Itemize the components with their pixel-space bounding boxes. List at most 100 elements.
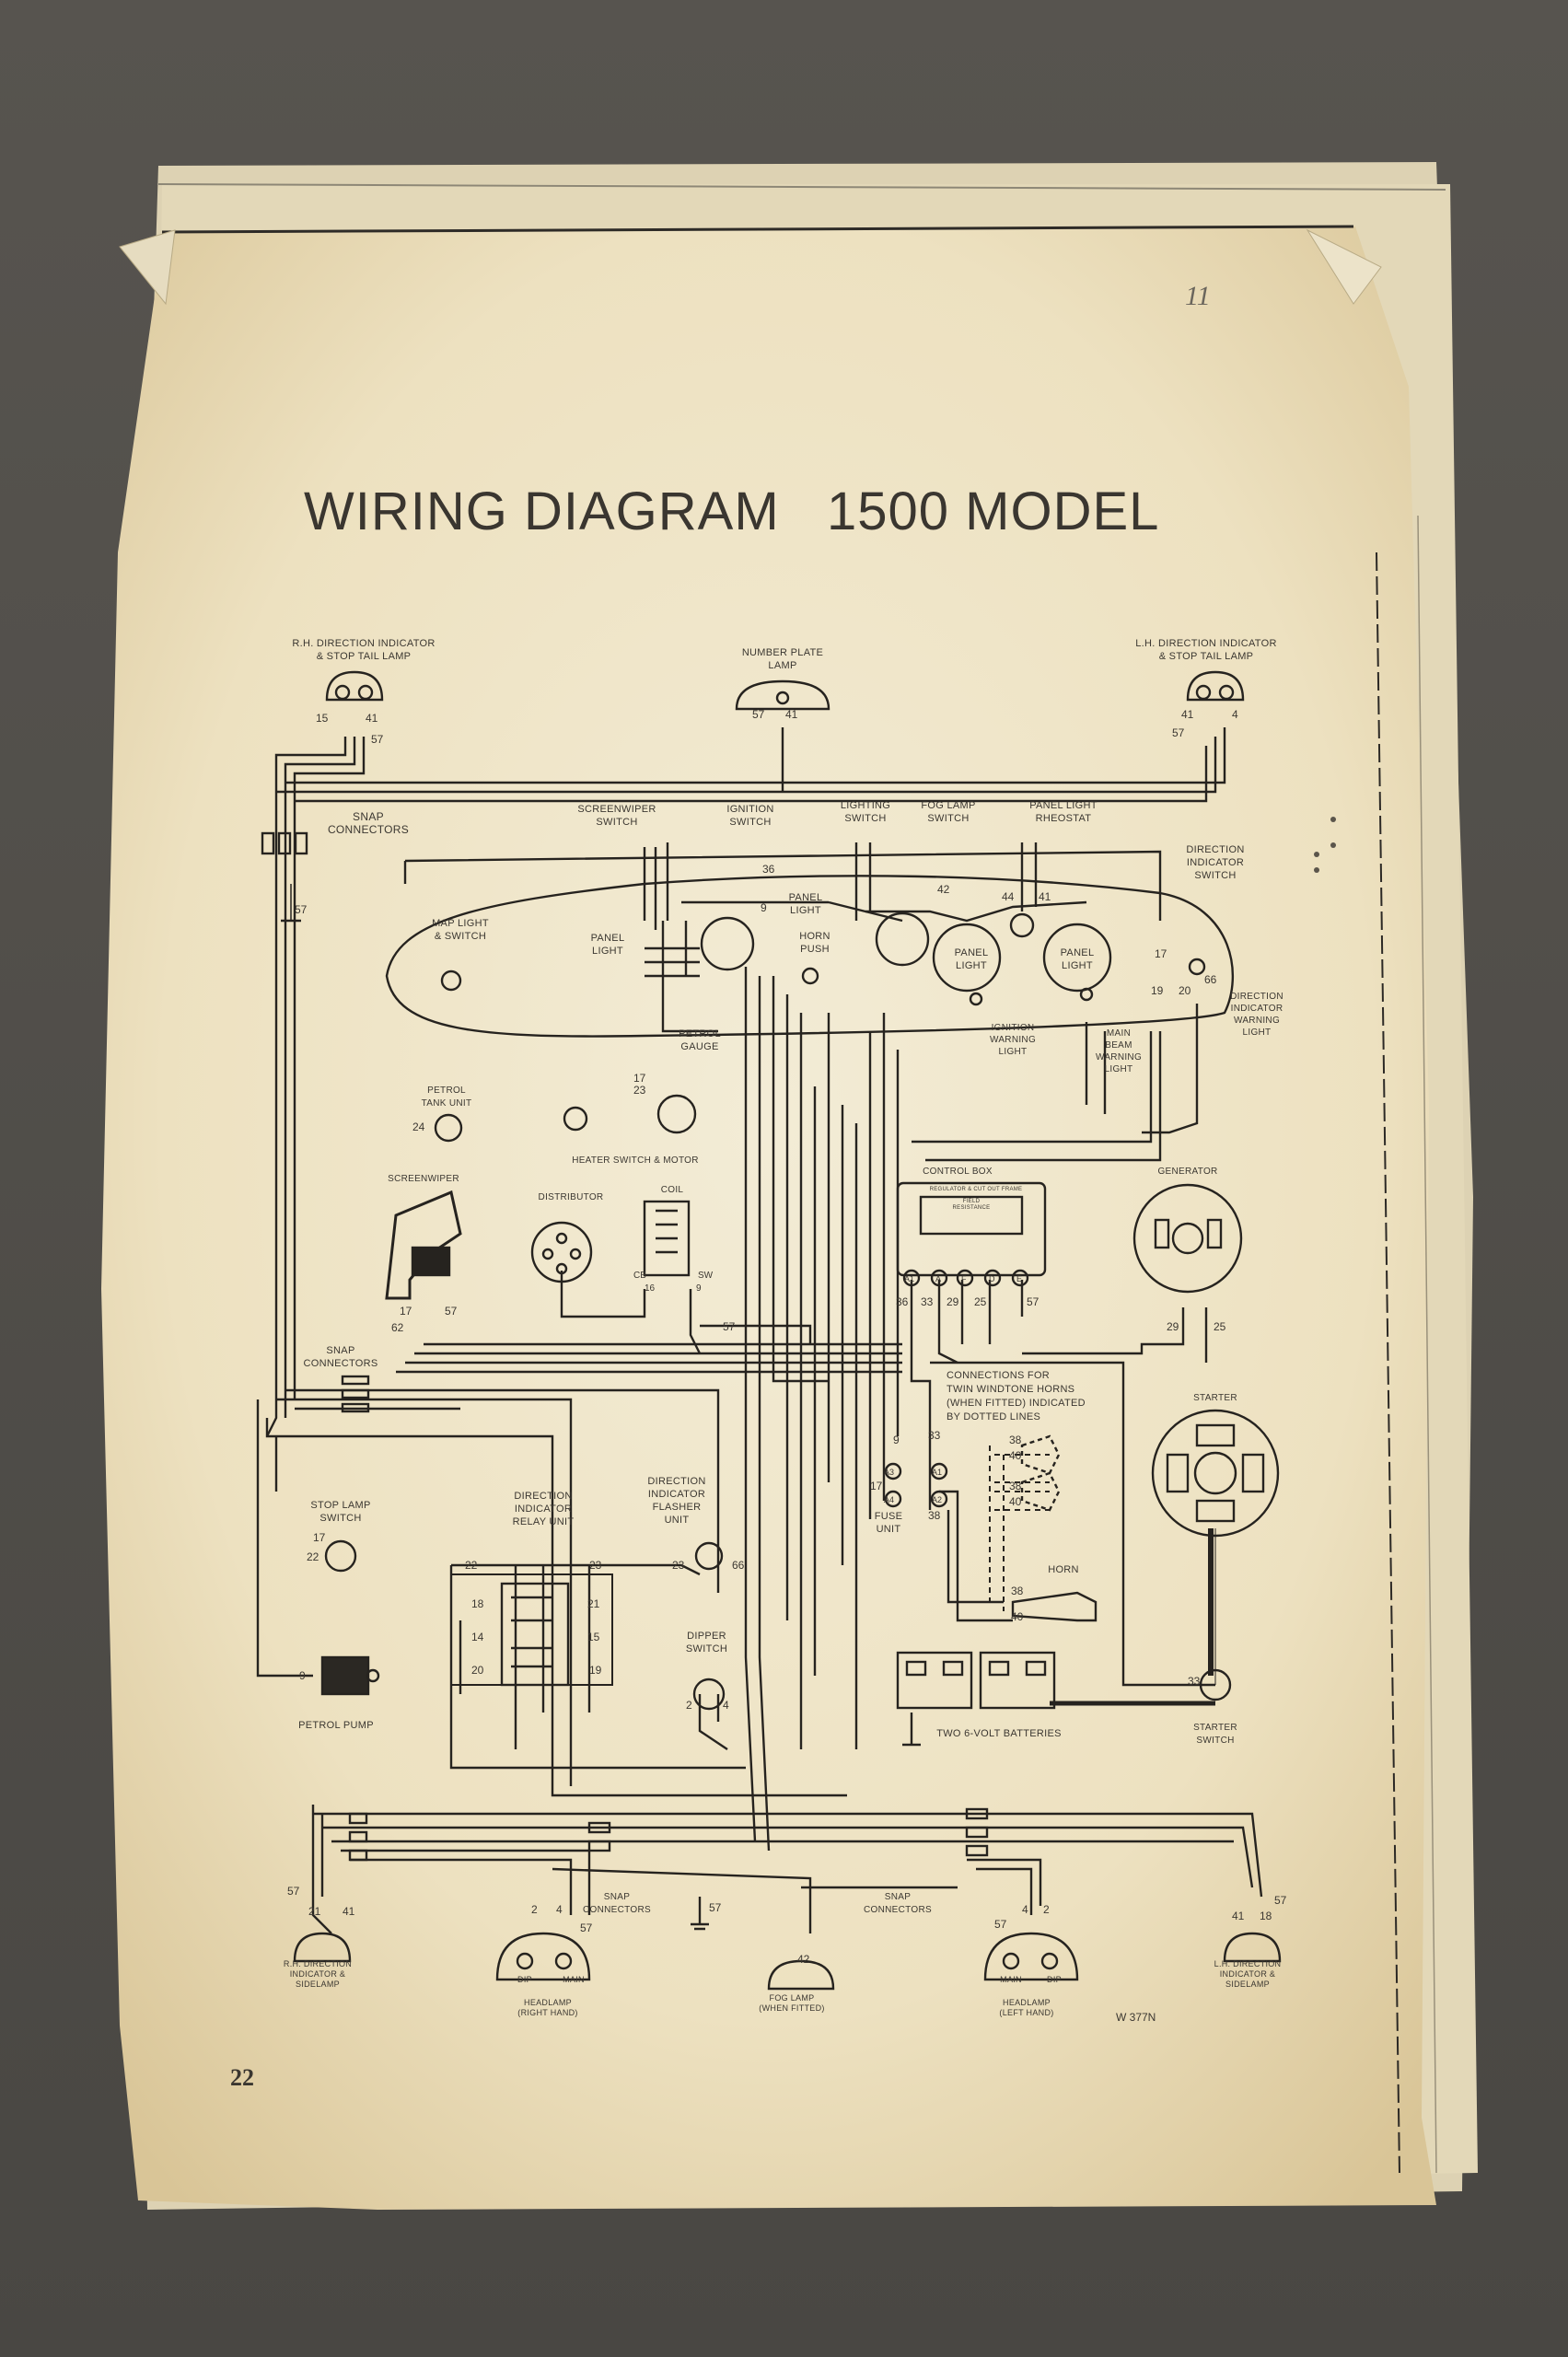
label-ignition-switch: IGNITION SWITCH [726,804,774,828]
terminal-number: 38 [928,1509,941,1522]
coil-symbol [643,1200,691,1277]
terminal-number: 41 [785,708,798,721]
label-fog-lamp-switch: FOG LAMP SWITCH [921,800,976,824]
terminal-number: 21 [308,1905,321,1918]
label-dip-right: DIP [517,1975,532,1984]
label-petrol-gauge: PETROL GAUGE [679,1028,721,1052]
gauge-panel-light-b [1042,923,1112,993]
terminal-number: 19 [1151,984,1164,997]
terminal-number: A [935,1274,942,1283]
horn-a-symbol [1020,1434,1061,1475]
paper-sheet [101,226,1436,2210]
starter-symbol [1151,1409,1280,1538]
terminal-number: 24 [412,1120,425,1133]
terminal-number: A3 [884,1468,895,1477]
terminal-number: 17 [633,1072,646,1085]
terminal-number: 57 [709,1901,722,1914]
label-main-right: MAIN [563,1975,585,1984]
label-screenwiper: SCREENWIPER [388,1174,459,1184]
label-headlamp-right: HEADLAMP (RIGHT HAND) [517,1998,578,2017]
terminal-number: 57 [445,1305,458,1318]
terminal-number: 14 [471,1631,484,1643]
terminal-number: 22 [307,1550,319,1563]
terminal-number: 40 [1011,1610,1024,1623]
label-rh-indicator-top: R.H. DIRECTION INDICATOR & STOP TAIL LAM… [292,638,436,662]
terminal-number: 62 [391,1321,404,1334]
terminal-number: 42 [937,883,950,896]
label-panel-light-left: PANEL LIGHT [590,933,625,957]
label-heater: HEATER SWITCH & MOTOR [572,1155,699,1166]
page-number: 22 [230,2064,254,2091]
distributor-symbol [530,1221,593,1283]
label-snap-connectors-br: SNAP CONNECTORS [864,1892,932,1915]
battery-a-symbol [896,1651,973,1710]
label-regulator: REGULATOR & CUT OUT FRAME [929,1187,1023,1192]
terminal-number: 29 [1167,1320,1179,1333]
terminal-number: 41 [343,1905,355,1918]
speedo-left [875,911,930,967]
staple-dots [1314,817,1336,873]
terminal-number: 2 [686,1699,692,1712]
lh-sidelamp-symbol [1223,1932,1282,1963]
petrol-tank-unit-symbol [434,1113,463,1143]
terminal-number: D [989,1274,995,1283]
terminal-number: 23 [672,1559,685,1572]
label-control-box: CONTROL BOX [923,1167,993,1177]
fog-lamp-symbol [767,1959,835,1991]
label-map-light: MAP LIGHT & SWITCH [432,918,489,942]
terminal-number: 57 [1027,1295,1040,1308]
terminal-number: 23 [589,1559,602,1572]
terminal-number: 41 [1232,1910,1245,1922]
terminal-number: 4 [1022,1903,1028,1916]
label-panel-light-a: PANEL LIGHT [954,947,989,971]
rh-sidelamp-symbol [293,1932,352,1963]
rh-tail-lamp-symbol [325,670,384,702]
generator-symbol [1132,1183,1243,1294]
terminal-number: 57 [295,903,308,916]
heater-symbol [656,1094,697,1134]
folded-corner-right [1306,228,1382,305]
terminal-number: 15 [316,712,329,725]
terminal-number: 9 [696,1283,702,1294]
terminal-number: 66 [1204,973,1217,986]
label-starter: STARTER [1193,1393,1237,1403]
terminal-number: 36 [896,1295,909,1308]
label-horn-push: HORN PUSH [799,931,830,955]
terminal-number: 25 [1214,1320,1226,1333]
number-plate-lamp-symbol [735,679,830,711]
headlamp-left-symbol [983,1932,1079,1981]
lh-tail-lamp-symbol [1186,670,1245,702]
terminal-number: A1 [904,1274,915,1283]
label-main-left: MAIN [1000,1975,1022,1984]
label-ignition-warning: IGNITION WARNING LIGHT [989,1023,1037,1057]
label-number-plate-lamp: NUMBER PLATE LAMP [741,647,824,671]
label-panel-light-rheostat: PANEL LIGHT RHEOSTAT [1029,800,1098,824]
terminal-number: 9 [299,1669,306,1682]
terminal-number: A4 [884,1495,895,1504]
label-petrol-pump: PETROL PUMP [298,1720,374,1731]
terminal-number: 9 [761,901,767,914]
terminal-number: 33 [921,1295,934,1308]
terminal-number: 4 [1232,708,1238,721]
terminal-number: A1 [932,1468,943,1477]
top-edge-line-2 [157,183,1446,191]
flasher-unit-symbol [694,1541,724,1571]
terminal-number: 41 [1039,890,1051,903]
terminal-number: 17 [1155,947,1167,960]
label-lh-indicator-top: L.H. DIRECTION INDICATOR & STOP TAIL LAM… [1135,638,1277,662]
terminal-number: 17 [313,1531,326,1544]
terminal-number: 57 [287,1885,300,1898]
label-dipper-switch: DIPPER SWITCH [685,1631,728,1655]
label-horn: HORN [1048,1564,1079,1575]
terminal-number: 38 [1009,1434,1022,1446]
label-field-resistance: FIELD RESISTANCE [952,1199,991,1211]
terminal-number: 33 [1188,1675,1201,1688]
terminal-number: 2 [531,1903,538,1916]
terminal-number: 25 [974,1295,987,1308]
terminal-number: 19 [589,1664,602,1677]
terminal-number: 2 [1043,1903,1050,1916]
terminal-number: 18 [1260,1910,1272,1922]
label-panel-light-mid: PANEL LIGHT [788,892,823,916]
terminal-number: SW [698,1271,714,1281]
label-fog-lamp: FOG LAMP (WHEN FITTED) [759,1993,825,2013]
